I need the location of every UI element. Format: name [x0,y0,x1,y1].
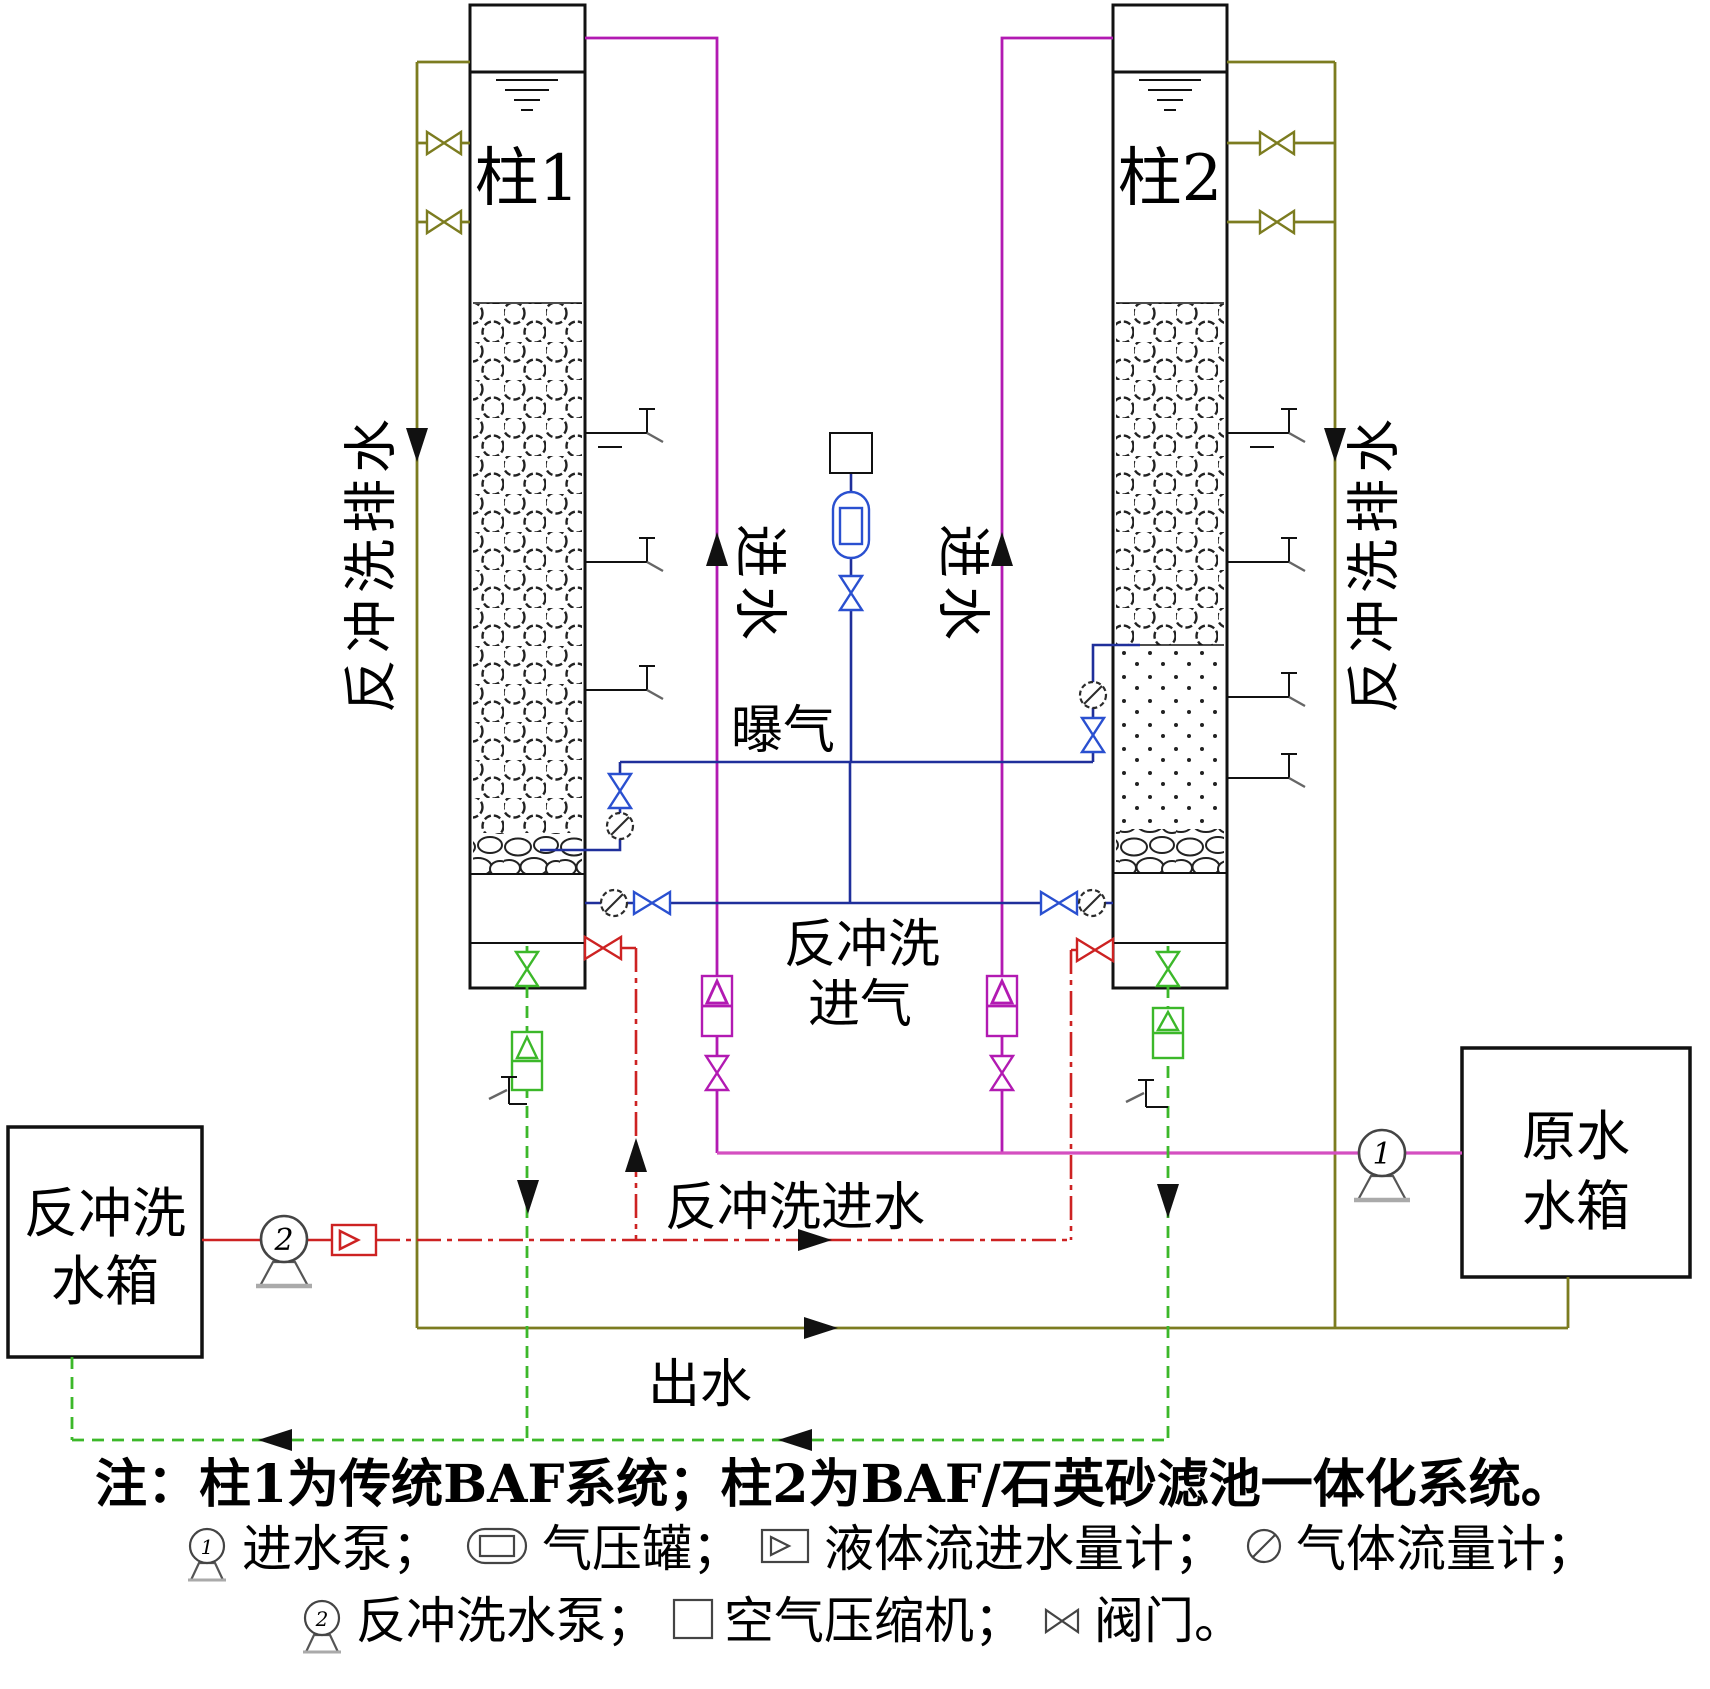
pump-legend-icon: 2 [303,1599,341,1654]
pump-legend-icon: 1 [188,1527,226,1582]
liquid-flow-meter-icon [510,1030,544,1092]
flow-arrow-left [778,1429,812,1451]
raw-tank-label-line1: 原水 [1522,1105,1630,1168]
tap-icon [585,408,664,448]
liquid-flow-meter-icon [330,1223,378,1257]
col2-gravel-layer [1116,829,1224,873]
backwash-drain-left-label: 反冲洗排水 [340,413,403,713]
valve-icon [606,772,634,810]
legend-liquid-flow-meter: 液体流进水量计； [824,1520,1224,1578]
flow-arrow-up [706,532,728,566]
valve-icon [425,208,463,236]
effluent-label: 出水 [648,1355,752,1415]
column-2 [1111,3,1229,990]
flow-arrow-up [625,1138,647,1172]
flow-arrow-left [258,1429,292,1451]
valve-icon [513,950,541,988]
liquid-flow-meter-icon [1151,1006,1185,1060]
influent-pump: 1 [1354,1128,1410,1203]
tap-icon [585,665,664,701]
liquid-flow-meter-legend-icon [760,1528,810,1564]
flow-arrow-down [517,1180,539,1214]
backwash-drain-right-label: 反冲洗排水 [1343,413,1406,713]
col2-quartz-sand-layer [1116,645,1224,829]
flow-arrow-up [991,532,1013,566]
col1-water-surface-icon [496,79,558,111]
influent-network [585,36,1462,1155]
valve-legend-icon [1044,1607,1080,1635]
tap-icon [1227,537,1306,573]
valve-icon [583,934,623,962]
backwash-drain-network [406,60,1570,1339]
air-pressure-tank-icon [831,490,871,560]
valve-icon [1258,129,1296,157]
valve-icon [1258,208,1296,236]
gas-flow-meter-legend-icon [1246,1528,1282,1564]
drain-tap-icon [1125,1079,1168,1108]
liquid-flow-meter-icon [700,974,734,1038]
column-1 [468,3,587,990]
air-network [540,432,1140,918]
col1-label: 柱1 [475,142,580,216]
air-compressor-legend-icon [672,1598,714,1640]
legend-influent-pump: 进水泵； [242,1520,442,1578]
legend-gas-flow-meter: 气体流量计； [1296,1520,1596,1578]
aeration-label: 曝气 [731,701,835,761]
backwash-pump-number: 2 [273,1223,293,1258]
flow-arrow-down [406,428,428,462]
backwash-water-network [202,934,1115,1257]
drain-tap-icon [488,1076,527,1105]
col1-baf-media [473,303,582,833]
effluent-network [70,946,1185,1451]
tap-icon [1227,753,1306,789]
liquid-flow-meter-icon [985,974,1019,1038]
valve-icon [632,889,672,917]
col2-label: 柱2 [1118,142,1223,216]
legend-pump1-number: 1 [201,1535,214,1559]
legend-row-1: 1 进水泵； 气压罐； 液体流进水量计； 气体流量计； [188,1520,1596,1582]
valve-icon [1079,716,1107,754]
valve-icon [988,1054,1016,1092]
col1-sampling-taps [585,408,664,701]
legend-row-2: 2 反冲洗水泵； 空气压缩机； 阀门。 [303,1592,1244,1654]
flow-arrow-right [804,1317,838,1339]
legend-air-tank: 气压罐； [542,1520,742,1578]
col2-sampling-taps [1227,408,1306,789]
backwash-tank-label-line2: 水箱 [51,1250,159,1313]
valve-icon [1039,889,1079,917]
influent-col1-label: 进水 [729,524,792,648]
legend-air-compressor: 空气压缩机； [724,1592,1024,1650]
col2-baf-media [1116,303,1224,645]
influent-col2-label: 进水 [932,524,995,648]
valve-icon [837,574,865,612]
backwash-influent-label: 反冲洗进水 [665,1178,925,1238]
backwash-pump: 2 [256,1214,312,1289]
influent-pump-number: 1 [1372,1137,1391,1172]
valve-icon [703,1054,731,1092]
backwash-tank-label-line1: 反冲洗 [24,1182,186,1245]
valve-icon [1154,950,1182,988]
backwash-air-label-line1: 反冲洗 [784,915,940,975]
valve-icon [425,129,463,157]
flow-arrow-down [1157,1184,1179,1218]
tap-icon [1227,408,1306,448]
note-text: 注：柱1为传统BAF系统；柱2为BAF/石英砂滤池一体化系统。 [95,1454,1573,1515]
legend-valve: 阀门。 [1094,1592,1244,1650]
legend-backwash-pump: 反冲洗水泵； [356,1592,656,1650]
air-tank-legend-icon [466,1527,528,1565]
backwash-air-label-line2: 进气 [808,975,912,1035]
flow-arrow-right [798,1229,832,1251]
col2-water-surface-icon [1139,79,1201,111]
air-compressor-icon [829,432,873,474]
valve-icon [1075,936,1115,964]
raw-tank-label-line2: 水箱 [1522,1175,1630,1238]
legend-pump2-number: 2 [315,1607,329,1631]
tap-icon [585,537,664,573]
col1-gravel-layer [473,833,582,874]
raw-water-tank [1460,1046,1692,1279]
backwash-water-tank [6,1125,204,1359]
tap-icon [1227,672,1306,708]
flow-arrow-down [1324,428,1346,462]
